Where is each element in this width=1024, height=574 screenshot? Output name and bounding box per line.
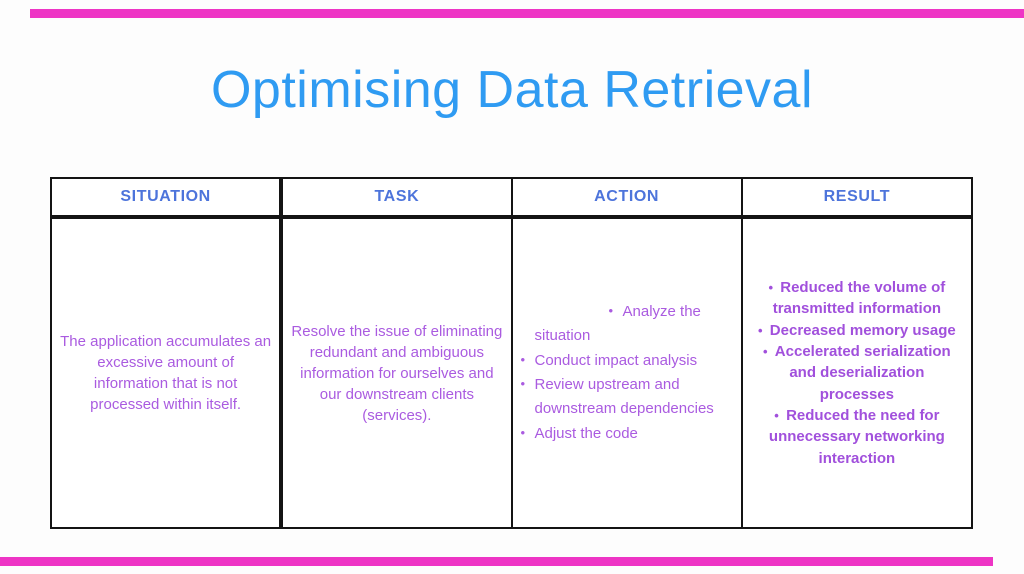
situation-cell: The application accumulates an excessive…	[49, 216, 284, 529]
task-text: Resolve the issue of eliminating redunda…	[291, 322, 503, 424]
column-header-task: TASK	[280, 177, 513, 219]
bottom-accent-bar	[0, 557, 993, 566]
list-item: Review upstream and downstream dependenc…	[520, 373, 737, 422]
action-list: Analyze the situationConduct impact anal…	[513, 300, 741, 446]
table-body-row: The application accumulates an excessive…	[49, 216, 974, 529]
column-header-situation: SITUATION	[49, 177, 284, 219]
situation-text: The application accumulates an excessive…	[60, 333, 272, 413]
list-item: Accelerated serialization and deserializ…	[751, 341, 963, 405]
star-table: SITUATION TASK ACTION RESULT The applica…	[49, 177, 974, 529]
column-header-result: RESULT	[740, 177, 974, 219]
list-item: Analyze the situation	[520, 300, 737, 349]
task-cell: Resolve the issue of eliminating redunda…	[280, 216, 513, 529]
list-item: Conduct impact analysis	[520, 349, 737, 373]
slide-title: Optimising Data Retrieval	[210, 61, 814, 119]
result-cell: Reduced the volume of transmitted inform…	[740, 216, 974, 529]
action-cell: Analyze the situationConduct impact anal…	[510, 216, 743, 529]
top-accent-bar	[30, 9, 1024, 18]
list-item: Reduced the need for unnecessary network…	[751, 405, 963, 469]
result-list: Reduced the volume of transmitted inform…	[743, 277, 971, 469]
list-item: Adjust the code	[520, 422, 737, 446]
list-item: Decreased memory usage	[751, 320, 963, 341]
table-header-row: SITUATION TASK ACTION RESULT	[49, 177, 974, 219]
list-item: Reduced the volume of transmitted inform…	[751, 277, 963, 320]
column-header-action: ACTION	[510, 177, 743, 219]
